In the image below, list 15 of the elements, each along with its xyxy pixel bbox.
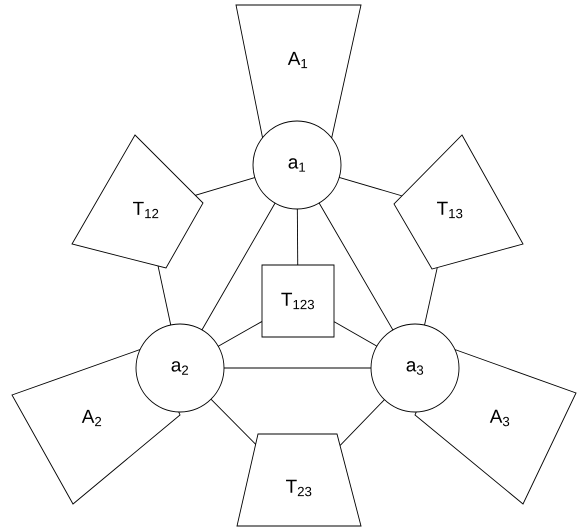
square-box: T$_{123}$ xyxy=(262,264,334,338)
connector-line xyxy=(194,177,256,196)
connector-line xyxy=(334,321,378,347)
connector-line xyxy=(210,398,256,445)
connector-line xyxy=(338,176,402,196)
connector-line xyxy=(424,267,438,326)
circle-node: a$_{1}$ xyxy=(252,120,342,210)
connector-line xyxy=(202,202,276,330)
connector-line xyxy=(318,202,394,330)
circle-node: a$_{3}$ xyxy=(370,324,460,412)
circle-node: a$_{2}$ xyxy=(136,324,224,412)
connector-line xyxy=(340,399,385,446)
connector-line xyxy=(296,208,298,266)
connector-line xyxy=(218,321,262,347)
connector-line xyxy=(158,266,172,326)
